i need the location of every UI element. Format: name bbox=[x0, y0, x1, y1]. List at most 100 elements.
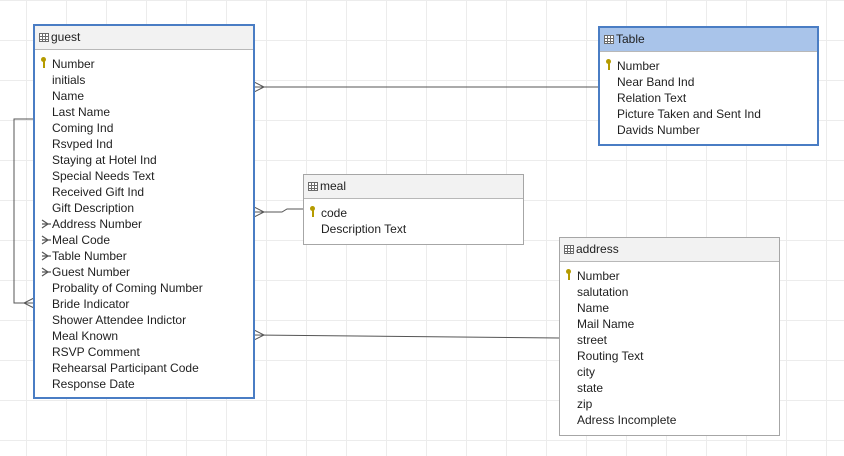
primary-key-marker bbox=[39, 56, 51, 72]
field-label: Bride Indicator bbox=[52, 297, 130, 311]
field-label: state bbox=[577, 381, 604, 395]
entity-address-fields: Number salutation Name Mail Name street … bbox=[560, 262, 779, 428]
field-row[interactable]: Adress Incomplete bbox=[560, 412, 779, 428]
field-label: Rsvped Ind bbox=[52, 137, 113, 151]
field-row[interactable]: Special Needs Text bbox=[35, 168, 253, 184]
field-label: Special Needs Text bbox=[52, 169, 155, 183]
field-row[interactable]: Guest Number bbox=[35, 264, 253, 280]
foreign-key-marker bbox=[39, 248, 51, 264]
primary-key-marker bbox=[308, 205, 320, 221]
entity-guest-fields: Number initials Name Last Name Coming In… bbox=[35, 50, 253, 392]
primary-key-marker bbox=[604, 58, 616, 74]
field-label: RSVP Comment bbox=[52, 345, 140, 359]
field-label: Guest Number bbox=[52, 265, 131, 279]
field-row[interactable]: Shower Attendee Indictor bbox=[35, 312, 253, 328]
field-label: street bbox=[577, 333, 608, 347]
field-label: Received Gift Ind bbox=[52, 185, 145, 199]
field-row[interactable]: Name bbox=[35, 88, 253, 104]
field-row[interactable]: salutation bbox=[560, 284, 779, 300]
field-row[interactable]: Meal Code bbox=[35, 232, 253, 248]
field-row[interactable]: Last Name bbox=[35, 104, 253, 120]
primary-key-marker bbox=[564, 268, 576, 284]
entity-meal[interactable]: meal code Description Text bbox=[303, 174, 524, 245]
relation-guest-address[interactable] bbox=[253, 329, 560, 341]
field-row[interactable]: Probality of Coming Number bbox=[35, 280, 253, 296]
entity-address-title: address bbox=[576, 242, 619, 256]
field-label: Routing Text bbox=[577, 349, 644, 363]
field-label: Response Date bbox=[52, 377, 135, 391]
field-label: Number bbox=[52, 57, 95, 71]
field-row[interactable]: Coming Ind bbox=[35, 120, 253, 136]
field-row[interactable]: Relation Text bbox=[600, 90, 817, 106]
entity-meal-header[interactable]: meal bbox=[304, 175, 523, 199]
field-row[interactable]: Response Date bbox=[35, 376, 253, 392]
field-label: Meal Known bbox=[52, 329, 119, 343]
field-label: salutation bbox=[577, 285, 629, 299]
field-label: Table Number bbox=[52, 249, 127, 263]
foreign-key-marker bbox=[39, 216, 51, 232]
foreign-key-icon bbox=[41, 267, 51, 277]
field-row[interactable]: Name bbox=[560, 300, 779, 316]
field-label: Name bbox=[577, 301, 610, 315]
field-row[interactable]: Meal Known bbox=[35, 328, 253, 344]
field-row[interactable]: Received Gift Ind bbox=[35, 184, 253, 200]
field-row[interactable]: RSVP Comment bbox=[35, 344, 253, 360]
field-row[interactable]: Number bbox=[560, 268, 779, 284]
field-row[interactable]: Mail Name bbox=[560, 316, 779, 332]
field-row[interactable]: city bbox=[560, 364, 779, 380]
field-row[interactable]: Near Band Ind bbox=[600, 74, 817, 90]
foreign-key-icon bbox=[41, 235, 51, 245]
field-row[interactable]: initials bbox=[35, 72, 253, 88]
field-row[interactable]: Rehearsal Participant Code bbox=[35, 360, 253, 376]
field-label: initials bbox=[52, 73, 86, 87]
entity-table-header[interactable]: Table bbox=[600, 28, 817, 52]
field-row[interactable]: zip bbox=[560, 396, 779, 412]
field-label: Description Text bbox=[321, 222, 407, 236]
entity-guest-header[interactable]: guest bbox=[35, 26, 253, 50]
field-row[interactable]: Routing Text bbox=[560, 348, 779, 364]
field-label: Probality of Coming Number bbox=[52, 281, 203, 295]
field-label: Number bbox=[617, 59, 660, 73]
entity-address[interactable]: address Number salutation Name Mail Name… bbox=[559, 237, 780, 436]
entity-meal-fields: code Description Text bbox=[304, 199, 523, 237]
field-row[interactable]: Table Number bbox=[35, 248, 253, 264]
entity-table[interactable]: Table Number Near Band Ind Relation Text… bbox=[598, 26, 819, 146]
field-row[interactable]: code bbox=[304, 205, 523, 221]
relation-guest-meal[interactable] bbox=[253, 206, 304, 218]
field-label: Gift Description bbox=[52, 201, 135, 215]
field-row[interactable]: Description Text bbox=[304, 221, 523, 237]
relation-guest-self[interactable] bbox=[13, 118, 35, 309]
field-row[interactable]: Address Number bbox=[35, 216, 253, 232]
field-label: Shower Attendee Indictor bbox=[52, 313, 187, 327]
field-row[interactable]: Rsvped Ind bbox=[35, 136, 253, 152]
field-label: Last Name bbox=[52, 105, 111, 119]
relation-guest-table[interactable] bbox=[253, 81, 599, 93]
field-row[interactable]: Staying at Hotel Ind bbox=[35, 152, 253, 168]
entity-address-header[interactable]: address bbox=[560, 238, 779, 262]
field-label: code bbox=[321, 206, 348, 220]
field-label: Staying at Hotel Ind bbox=[52, 153, 157, 167]
field-label: Davids Number bbox=[617, 123, 700, 137]
primary-key-icon bbox=[566, 269, 572, 281]
field-row[interactable]: Gift Description bbox=[35, 200, 253, 216]
field-row[interactable]: Davids Number bbox=[600, 122, 817, 138]
field-row[interactable]: Number bbox=[35, 56, 253, 72]
foreign-key-icon bbox=[41, 251, 51, 261]
primary-key-icon bbox=[606, 59, 612, 71]
entity-table-title: Table bbox=[616, 32, 645, 46]
field-row[interactable]: state bbox=[560, 380, 779, 396]
field-row[interactable]: Number bbox=[600, 58, 817, 74]
field-row[interactable]: Picture Taken and Sent Ind bbox=[600, 106, 817, 122]
table-icon bbox=[564, 245, 574, 254]
field-row[interactable]: Bride Indicator bbox=[35, 296, 253, 312]
primary-key-icon bbox=[310, 206, 316, 218]
table-icon bbox=[39, 33, 49, 42]
field-row[interactable]: street bbox=[560, 332, 779, 348]
field-label: city bbox=[577, 365, 595, 379]
entity-guest[interactable]: guest Number initials Name Last Name Com… bbox=[33, 24, 255, 399]
field-label: Near Band Ind bbox=[617, 75, 695, 89]
entity-guest-title: guest bbox=[51, 30, 81, 44]
table-icon bbox=[308, 182, 318, 191]
